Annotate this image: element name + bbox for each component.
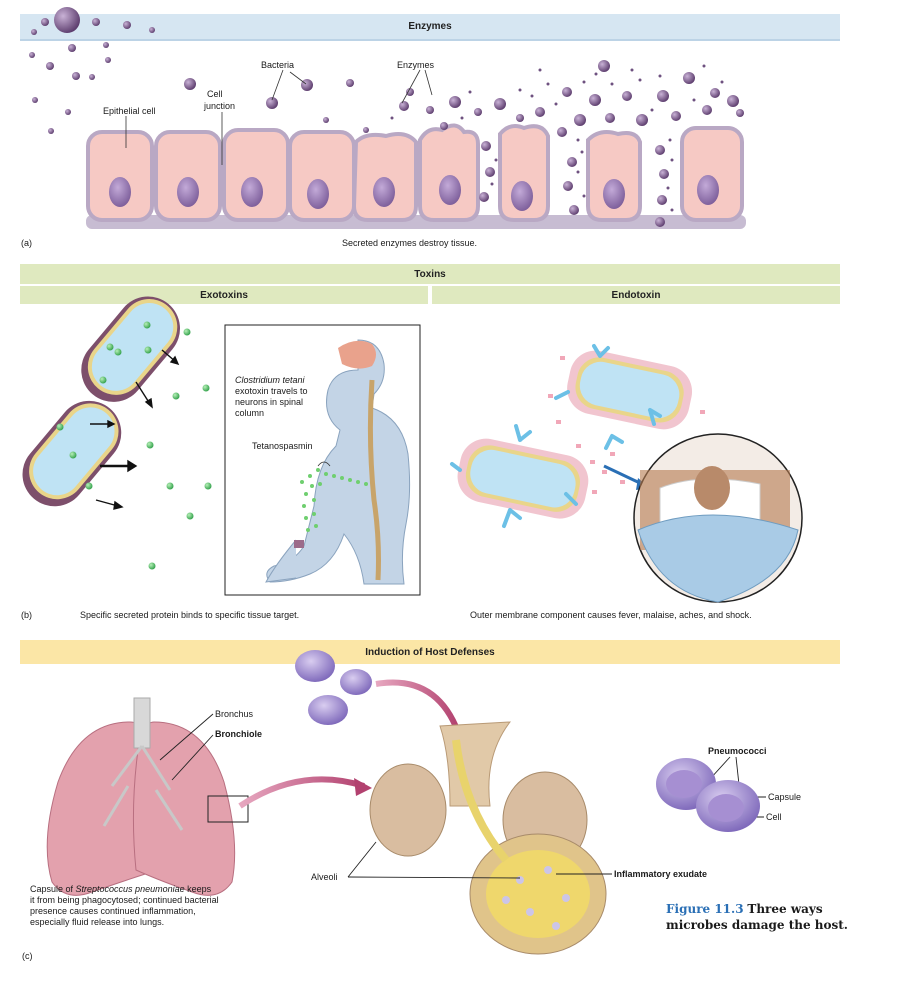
tetanospasmin-dots xyxy=(300,468,368,532)
epithelial-cell xyxy=(154,130,222,222)
panel-c-caption-line-1: Capsule of Streptococcus pneumoniae keep… xyxy=(30,884,290,895)
panel-c-caption-line-2: it from being phagocytosed; continued ba… xyxy=(30,895,219,905)
epithelial-cell xyxy=(680,126,744,222)
figure-caption: Figure 11.3 Three ways microbes damage t… xyxy=(666,901,896,933)
phagocytes xyxy=(295,650,372,725)
clostridium-label-3: neurons in spinal xyxy=(235,397,304,407)
alveoli-label: Alveoli xyxy=(311,872,338,882)
pneumococci-label: Pneumococci xyxy=(708,746,767,756)
clostridium-label-2: exotoxin travels to xyxy=(235,386,308,396)
panel-a-header-text: Enzymes xyxy=(408,21,452,32)
epithelial-cells xyxy=(86,123,744,222)
patient-illustration xyxy=(633,433,803,603)
endotoxin-bacterium-1 xyxy=(567,350,693,430)
epithelial-cell xyxy=(498,124,550,222)
exotoxin-molecules xyxy=(56,321,212,570)
panel-b-header-text: Toxins xyxy=(414,268,446,280)
panel-a-leaders xyxy=(125,69,433,165)
exotoxins-header: Exotoxins xyxy=(20,286,428,304)
bronchus-label: Bronchus xyxy=(215,709,254,719)
cell-junction-label-2: junction xyxy=(204,101,236,111)
cell-junction-label-1: Cell xyxy=(207,89,223,99)
panel-a-header: Enzymes xyxy=(20,14,840,41)
endotoxin-lps-branches xyxy=(450,344,662,528)
panel-a-caption: Secreted enzymes destroy tissue. xyxy=(342,238,478,248)
caption-species: Streptococcus pneumoniae xyxy=(75,884,185,894)
enzymes-label: Enzymes xyxy=(397,60,435,70)
pneumococci xyxy=(656,758,760,832)
lungs xyxy=(46,697,249,896)
alveoli-cluster xyxy=(369,721,607,955)
figure-caption-line-1: Figure 11.3 Three ways xyxy=(666,901,896,917)
panel-b-caption-right: Outer membrane component causes fever, m… xyxy=(470,610,752,620)
panel-c-header: Induction of Host Defenses xyxy=(20,640,840,664)
figure-title-1: Three ways xyxy=(747,902,823,916)
panel-b-letter: (b) xyxy=(21,610,32,620)
figure-number: Figure 11.3 xyxy=(666,902,744,916)
panel-a-letter: (a) xyxy=(21,238,32,248)
bronchiole-label: Bronchiole xyxy=(215,729,263,739)
cell-label: Cell xyxy=(766,812,782,822)
caption-part-a: Capsule of xyxy=(30,884,76,894)
enzyme-particles xyxy=(29,7,744,227)
lung-zoom-box xyxy=(207,795,249,823)
exotoxin-bacterium-1 xyxy=(81,296,180,402)
endotoxin-header: Endotoxin xyxy=(432,286,840,304)
panel-c-caption-line-4: especially fluid release into lungs. xyxy=(30,917,165,927)
clostridium-label-4: column xyxy=(235,408,265,418)
lung-to-alveoli-arrow xyxy=(238,776,365,809)
panel-b-caption-left: Specific secreted protein binds to speci… xyxy=(80,610,300,620)
epithelial-cell-label: Epithelial cell xyxy=(103,106,156,116)
enzyme-small-dots xyxy=(390,64,724,212)
panel-c-caption: Capsule of Streptococcus pneumoniae keep… xyxy=(30,884,290,928)
tetanospasmin-label: Tetanospasmin xyxy=(252,441,313,451)
figure-title-2: microbes damage the host. xyxy=(666,918,848,932)
epithelial-cell xyxy=(586,130,642,222)
bacteria-label: Bacteria xyxy=(261,60,295,70)
capsule-label: Capsule xyxy=(768,792,802,802)
panel-c-caption-line-3: presence causes continued inflammation, xyxy=(30,906,196,916)
inflammatory-exudate-label: Inflammatory exudate xyxy=(614,869,708,879)
endotoxin-header-text: Endotoxin xyxy=(611,289,661,301)
clostridium-label-1: Clostridium tetani xyxy=(235,375,305,385)
endotoxin-fragments xyxy=(548,356,705,494)
panel-b-header: Toxins xyxy=(20,264,840,284)
endotoxin-bacterium-2 xyxy=(457,438,589,519)
exotoxins-header-text: Exotoxins xyxy=(200,289,248,301)
epithelial-cell xyxy=(418,123,480,222)
panel-c-letter: (c) xyxy=(22,951,33,961)
phagocyte-arrow xyxy=(375,679,461,734)
caption-part-c: keeps xyxy=(184,884,212,894)
exotoxin-arrows xyxy=(90,349,180,510)
epithelial-cell xyxy=(351,132,418,222)
human-figure xyxy=(265,339,411,585)
panel-c-header-text: Induction of Host Defenses xyxy=(365,646,495,658)
endotoxin-arrow xyxy=(603,464,643,486)
epithelial-cell xyxy=(86,130,154,222)
